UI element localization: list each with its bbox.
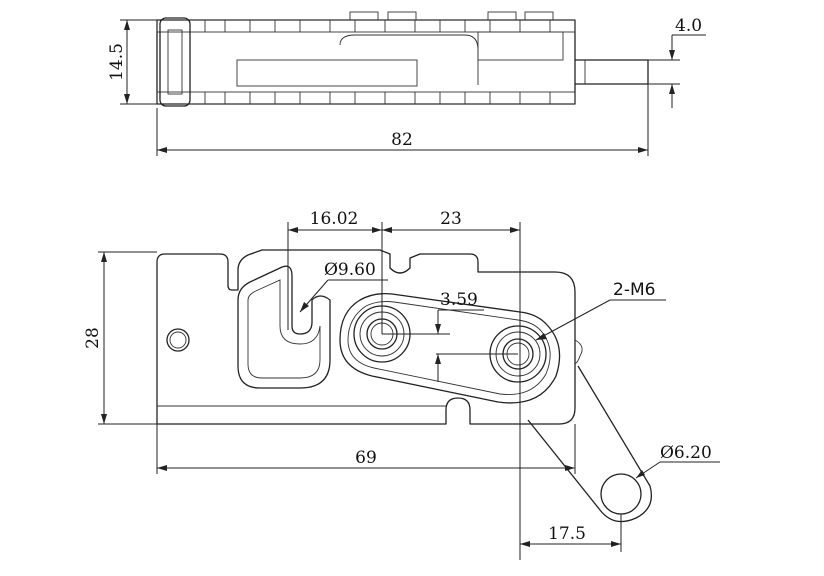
top-view-hinge-inner [167, 29, 183, 95]
dim-82-arrow-right [638, 147, 648, 153]
callout-2-m6-leader [535, 299, 611, 341]
dim-23-label: 23 [440, 209, 462, 229]
callout-2-m6-arrow [536, 333, 547, 340]
top-view-boss-4 [524, 11, 554, 21]
dim-69-label: 69 [355, 448, 377, 468]
dim-28-arrow-bottom [101, 414, 107, 424]
dim-14-5-arrow-top [124, 20, 130, 30]
front-view-dimensions: 28 69 16.02 23 Ø9.60 3.59 [83, 209, 720, 560]
top-view-tongue [575, 59, 649, 85]
dim-14-5-arrow-bottom [124, 94, 130, 104]
dim-14-5-label: 14.5 [107, 43, 127, 81]
top-view-boss-2 [387, 11, 417, 21]
dim-23-arrow-left [382, 227, 392, 233]
dim-17-5-arrow-left [520, 541, 530, 547]
dim-16-02-label: 16.02 [310, 209, 359, 229]
dim-17-5-arrow-right [611, 541, 621, 547]
top-view [156, 11, 649, 107]
dim-3-59-arrow-bottom [435, 354, 441, 364]
top-view-hinge [159, 17, 191, 107]
front-view-claw-inner [247, 279, 321, 379]
dim-3-59-label: 3.59 [440, 290, 478, 310]
dim-3-59-arrow-top [435, 324, 441, 334]
top-view-upper-plate [156, 19, 576, 33]
front-view-body-outline [156, 249, 576, 425]
top-view-boss-3 [487, 11, 517, 21]
dim-23-arrow-right [510, 227, 520, 233]
top-view-lower-plate [156, 91, 576, 105]
dim-28-arrow-top [101, 252, 107, 262]
dim-69-arrow-right [565, 465, 575, 471]
top-view-boss-1 [349, 11, 379, 21]
top-view-body-outline [156, 19, 576, 105]
top-view-roller [339, 34, 479, 85]
front-view-claw [237, 265, 331, 389]
dim-4-0-arrow-bottom [669, 84, 675, 94]
dim-4-0-arrow-top [669, 50, 675, 60]
front-view-eye-hole [600, 473, 642, 515]
dim-9-60-arrow [300, 302, 309, 312]
dim-16-02-arrow-right [372, 227, 382, 233]
front-view-swing-arm [527, 365, 653, 523]
top-view-dimensions: 14.5 4.0 82 [107, 16, 706, 156]
dim-6-20-arrow [636, 470, 645, 478]
front-view-right-notch [574, 339, 583, 365]
top-view-roller-body [477, 31, 564, 61]
dim-9-60-label: Ø9.60 [324, 260, 376, 280]
top-view-plate-segments [204, 20, 551, 104]
dim-16-02-arrow-left [288, 227, 298, 233]
dim-82-arrow-left [157, 147, 167, 153]
dim-28-label: 28 [83, 327, 103, 349]
dim-17-5-label: 17.5 [548, 524, 586, 544]
dim-82-label: 82 [391, 130, 413, 150]
top-view-inner-slot [236, 59, 418, 87]
front-view-left-hole-outer [166, 328, 190, 352]
dim-6-20-label: Ø6.20 [660, 443, 712, 463]
front-view-left-hole-inner [169, 331, 187, 349]
dim-4-0-label: 4.0 [675, 16, 702, 36]
front-view [156, 249, 653, 523]
callout-2-m6-label: 2-M6 [613, 280, 655, 300]
front-view-link-plate [339, 292, 561, 404]
dim-69-arrow-left [157, 465, 167, 471]
front-view-link-plate-inner [347, 301, 551, 396]
